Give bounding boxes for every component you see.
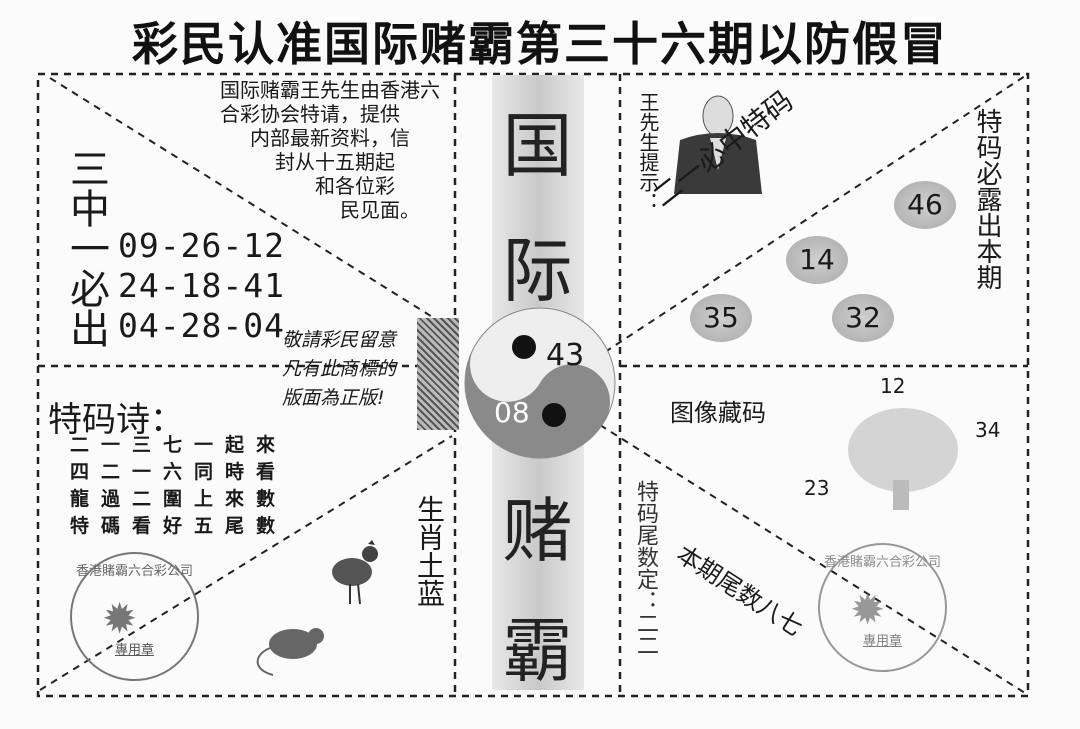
number-row: 09-26-12: [118, 226, 285, 265]
image-code-number: 12: [880, 374, 906, 398]
number-ball: 14: [786, 236, 848, 284]
intro-line: 封从十五期起: [275, 150, 395, 174]
zodiac-hint: 生肖土蓝: [413, 495, 446, 607]
authenticity-notice: 敬請彩民留意 凡有此商標的 版面為正版!: [282, 326, 396, 413]
image-code-number: 23: [804, 476, 830, 500]
starburst-icon: ✹: [850, 585, 886, 634]
number-row: 04-28-04: [118, 306, 285, 345]
company-stamp: 香港賭霸六合彩公司 ✹ 專用章: [70, 552, 199, 681]
intro-text: 国际赌霸王先生由香港六 合彩协会特请，提供 内部最新资料，信 封从十五期起 和各…: [80, 78, 440, 222]
center-char: 霸: [502, 610, 573, 692]
sanzhong-label: 三中一必出: [63, 148, 109, 348]
trademark-image: [417, 318, 459, 430]
rat-icon: [256, 628, 324, 676]
starburst-icon: ✹: [102, 594, 138, 643]
intro-line: 内部最新资料，信: [250, 126, 410, 150]
sanzhong-numbers: 09-26-12 24-18-41 04-28-04: [118, 226, 285, 346]
page-title: 彩民认准国际赌霸第三十六期以防假冒: [132, 17, 948, 71]
portrait-image: [674, 95, 762, 194]
notice-line: 版面為正版!: [282, 387, 385, 409]
poem-line: 四二一六同時看: [70, 461, 288, 483]
tail-label: 特码尾数定：二二: [633, 480, 658, 656]
yin-yang-icon: [464, 307, 616, 459]
intro-line: 合彩协会特请，提供: [220, 102, 400, 126]
stamp-label: 專用章: [114, 643, 154, 658]
intro-line: 国际赌霸王先生由香港六: [220, 78, 440, 102]
poem-line: 二一三七一起來: [70, 434, 288, 456]
poem-title: 特码诗：: [48, 400, 184, 440]
poem-line: 特碼看好五尾數: [70, 515, 288, 537]
poem-line: 龍過二圍上來數: [70, 488, 288, 510]
yinyang-number: 08: [494, 396, 530, 429]
intro-line: 民见面。: [340, 198, 420, 222]
number-row: 24-18-41: [118, 266, 285, 305]
stamp-label: 專用章: [862, 634, 902, 649]
image-code-number: 34: [975, 418, 1001, 442]
center-char: 国: [502, 105, 573, 187]
company-stamp: 香港賭霸六合彩公司 ✹ 專用章: [818, 543, 947, 672]
intro-line: 和各位彩: [315, 174, 395, 198]
yinyang-number: 43: [546, 338, 585, 373]
notice-line: 敬請彩民留意: [282, 329, 397, 351]
number-ball: 46: [894, 181, 956, 229]
tema-reveal: 特码必露出本期: [972, 108, 1002, 290]
number-ball: 32: [832, 294, 894, 342]
tree-image: [848, 408, 958, 510]
notice-line: 凡有此商標的: [282, 358, 397, 380]
rooster-icon: [332, 540, 378, 605]
stamp-ring-text: 香港賭霸六合彩公司: [75, 564, 193, 579]
wang-hint: 王先生提示：: [636, 92, 660, 212]
center-char: 赌: [502, 490, 573, 572]
image-code-label: 图像藏码: [670, 399, 766, 427]
stamp-ring-text: 香港賭霸六合彩公司: [823, 555, 941, 570]
poem: 二一三七一起來 四二一六同時看 龍過二圍上來數 特碼看好五尾數: [70, 432, 287, 540]
center-char: 际: [502, 230, 573, 312]
number-ball: 35: [690, 294, 752, 342]
